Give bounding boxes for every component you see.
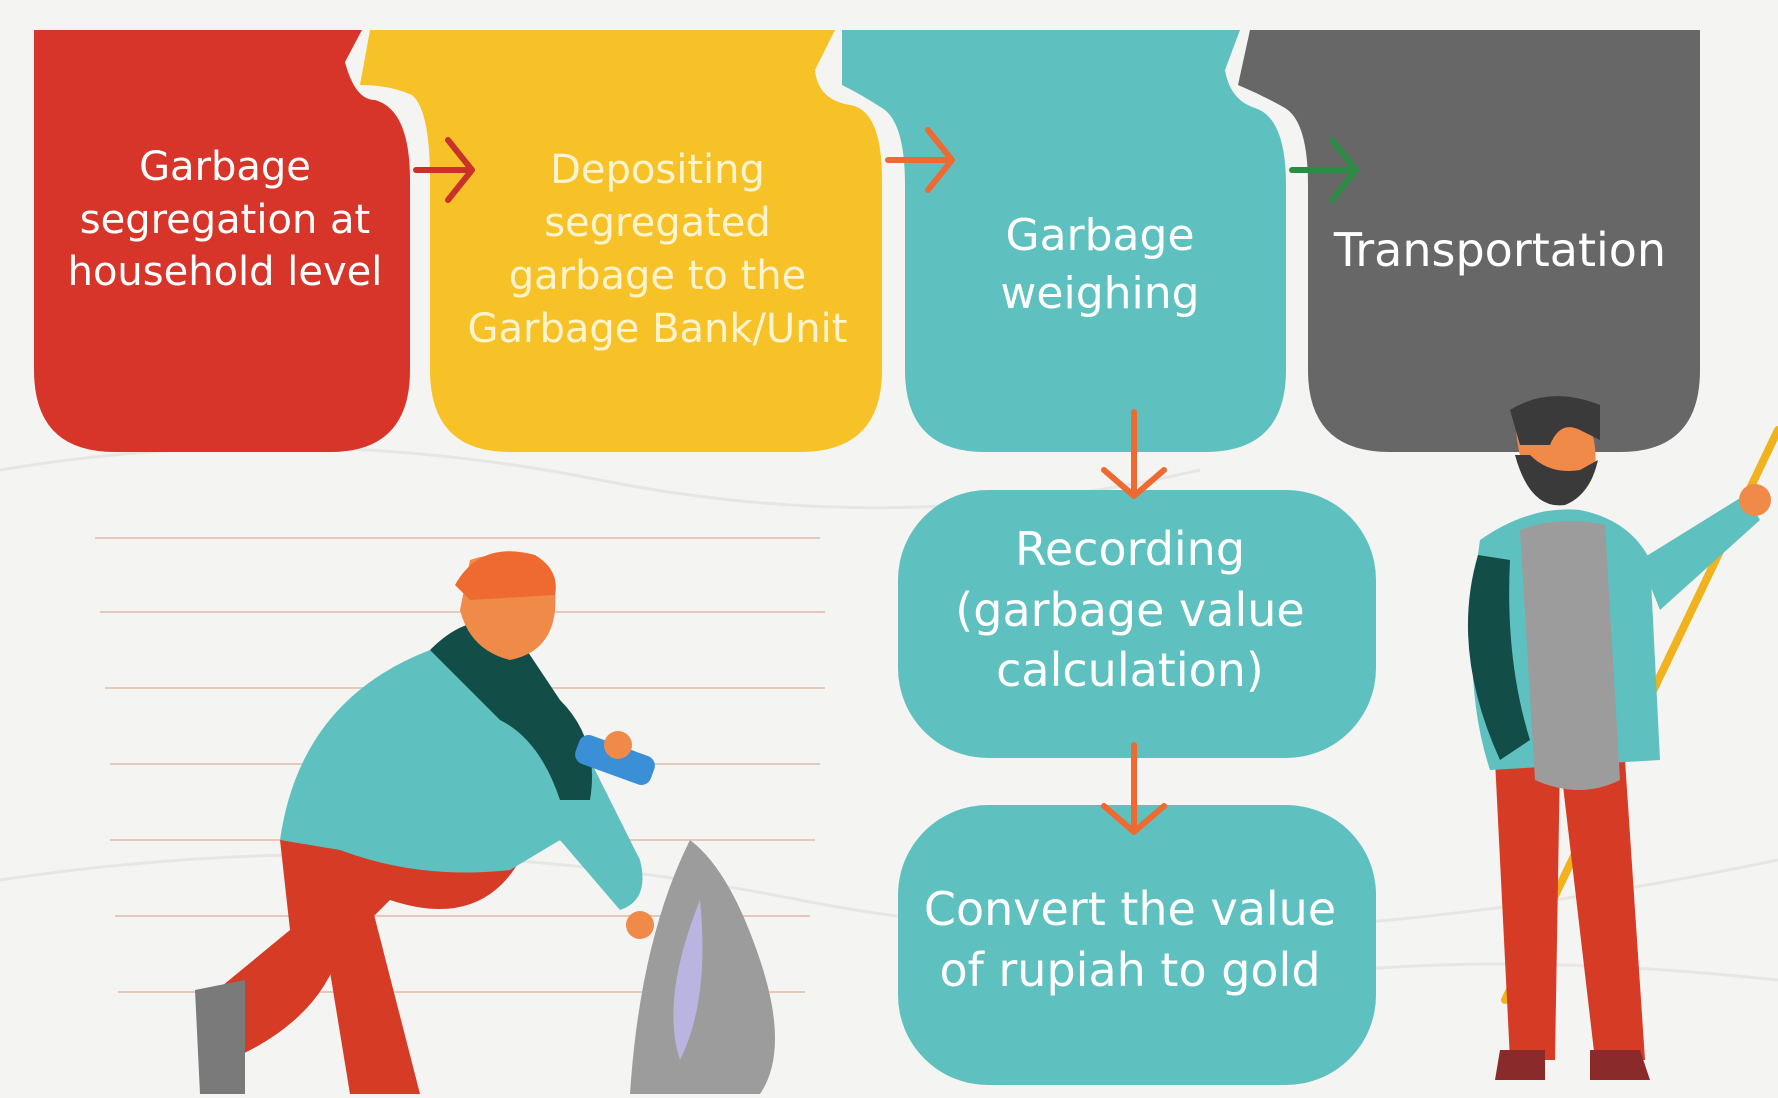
step-box-segregation xyxy=(34,30,410,452)
step-label-recording: Recording (garbage value calculation) xyxy=(955,521,1305,698)
person-picking-bottle-icon xyxy=(195,551,775,1094)
arrow-segregation-to-depositing xyxy=(413,137,475,203)
step-box-weighing xyxy=(842,30,1286,452)
arrow-weighing-to-transportation xyxy=(1289,137,1359,203)
step-label-transportation: Transportation xyxy=(1333,222,1667,277)
step-label-weighing: Garbage weighing xyxy=(1000,209,1200,319)
step-box-convert xyxy=(898,805,1376,1085)
arrow-weighing-to-recording xyxy=(1101,409,1167,499)
step-box-depositing xyxy=(360,30,882,452)
arrow-recording-to-convert xyxy=(1101,742,1167,835)
arrow-depositing-to-weighing xyxy=(885,127,955,193)
step-label-segregation: Garbage segregation at household level xyxy=(67,143,383,296)
step-box-transportation xyxy=(1238,30,1700,452)
plastic-bottle-icon xyxy=(575,735,655,785)
step-box-recording xyxy=(898,490,1376,758)
step-label-convert: Convert the value of rupiah to gold xyxy=(923,882,1337,997)
step-label-depositing: Depositing segregated garbage to the Gar… xyxy=(467,147,848,352)
person-with-stick-icon xyxy=(1467,396,1778,1080)
